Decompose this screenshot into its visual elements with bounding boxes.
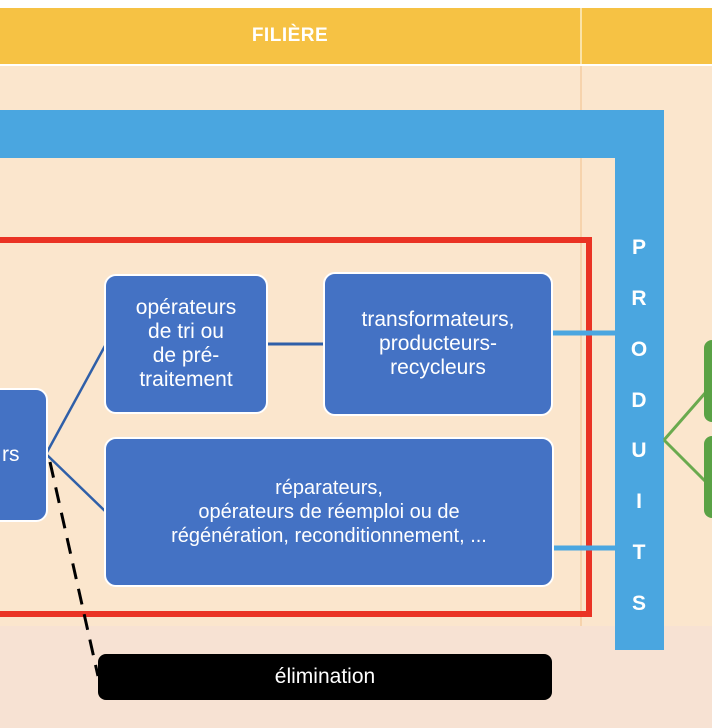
produits-letter: D bbox=[631, 388, 647, 412]
truncated-left-box: rs bbox=[0, 388, 48, 522]
red-frame bbox=[0, 237, 592, 617]
header-title: FILIÈRE bbox=[251, 25, 329, 46]
header-band bbox=[0, 8, 712, 64]
sorting-line-1: opérateurs bbox=[135, 296, 237, 319]
elimination-box: élimination bbox=[98, 654, 552, 700]
repairers-line-1: réparateurs, bbox=[275, 477, 383, 499]
produits-letter: U bbox=[631, 439, 647, 463]
transformers-line-2: producteurs- bbox=[379, 332, 497, 355]
produits-letter: R bbox=[631, 286, 647, 310]
transformers-line-3: recycleurs bbox=[390, 356, 486, 379]
produits-letter: T bbox=[632, 541, 646, 565]
sorting-line-4: traitement bbox=[139, 368, 233, 391]
transformers-box: transformateurs, producteurs- recycleurs bbox=[323, 272, 553, 416]
column-divider bbox=[580, 66, 582, 626]
header-divider bbox=[580, 8, 582, 64]
truncated-left-label: rs bbox=[2, 443, 20, 466]
produits-label: P R O D U I T S bbox=[615, 236, 663, 616]
repairers-line-2: opérateurs de réemploi ou de bbox=[198, 501, 460, 523]
transformers-line-1: transformateurs, bbox=[361, 308, 515, 331]
produits-letter: P bbox=[631, 236, 646, 259]
sorting-line-3: de pré- bbox=[152, 344, 220, 367]
connector-to-repairers bbox=[45, 453, 107, 513]
sorting-operators-box: opérateurs de tri ou de pré- traitement bbox=[104, 274, 268, 414]
produits-letter: S bbox=[631, 591, 646, 615]
repairers-box: réparateurs, opérateurs de réemploi ou d… bbox=[104, 437, 554, 587]
green-box-bottom bbox=[704, 436, 712, 518]
connector-to-sorting bbox=[44, 343, 108, 455]
produits-letter: O bbox=[630, 337, 648, 361]
repairers-line-3: régénération, reconditionnement, ... bbox=[171, 525, 487, 547]
green-connector-top bbox=[662, 391, 708, 441]
produits-letter: I bbox=[636, 490, 642, 514]
green-box-top bbox=[704, 340, 712, 422]
green-connector-bottom bbox=[662, 438, 708, 484]
dashed-elimination-connector bbox=[48, 461, 100, 677]
sorting-line-2: de tri ou bbox=[148, 320, 224, 343]
